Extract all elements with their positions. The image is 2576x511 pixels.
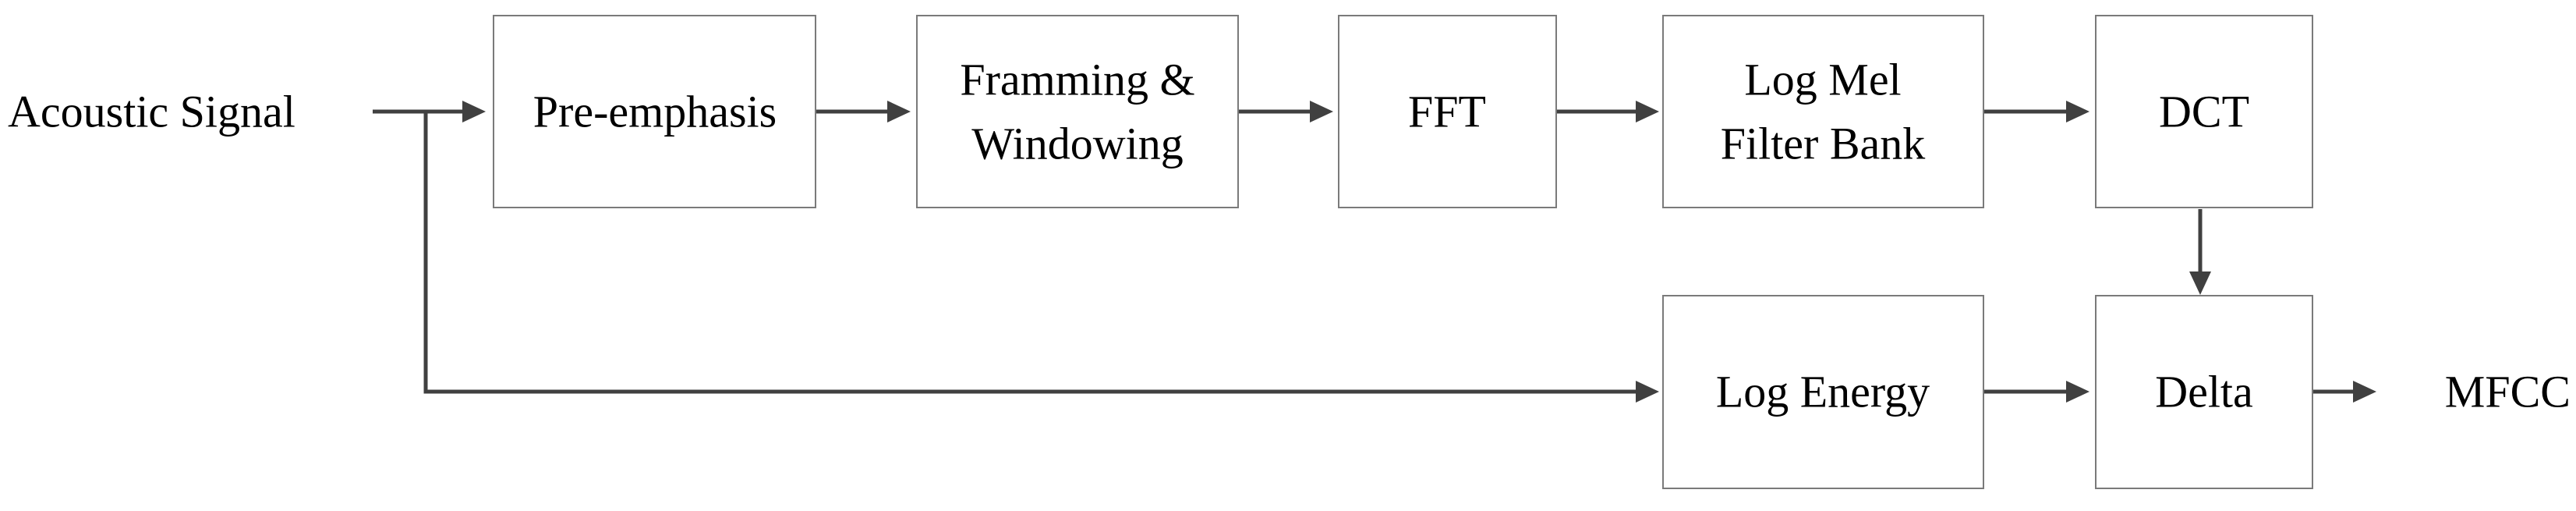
arrowhead-delta-from-log-energy [2066,381,2089,403]
log-mel-filter-bank-block: Log Mel Filter Bank [1662,15,1984,208]
arrowhead-pre-emphasis [462,101,486,122]
arrowhead-log-energy [1636,381,1659,403]
log-mel-label-line-1: Log Mel [1744,55,1901,105]
pre-emphasis-block: Pre-emphasis [493,15,816,208]
delta-label: Delta [2155,367,2253,417]
delta-block: Delta [2095,295,2313,489]
dct-block: DCT [2095,15,2313,208]
arrowhead-delta-from-dct [2189,271,2211,295]
framing-label-line-1: Framming & [960,55,1194,105]
dct-label: DCT [2159,87,2249,137]
arrowhead-dct [2066,101,2089,122]
output-label: MFCC [2445,367,2571,417]
arrowhead-framing [887,101,911,122]
framing-label-line-2: Windowing [971,119,1184,169]
input-label: Acoustic Signal [8,87,295,137]
log-energy-label: Log Energy [1716,367,1930,417]
connectors [373,101,2376,403]
log-energy-block: Log Energy [1662,295,1984,489]
arrowhead-fft [1310,101,1333,122]
arrowhead-log-mel [1636,101,1659,122]
framing-windowing-block: Framming & Windowing [916,15,1239,208]
fft-label: FFT [1408,87,1486,137]
fft-block: FFT [1338,15,1557,208]
arrowhead-output [2353,381,2376,403]
pre-emphasis-label: Pre-emphasis [533,87,777,137]
arrow-input-to-log-energy [423,112,1637,394]
log-mel-label-line-2: Filter Bank [1721,119,1926,169]
